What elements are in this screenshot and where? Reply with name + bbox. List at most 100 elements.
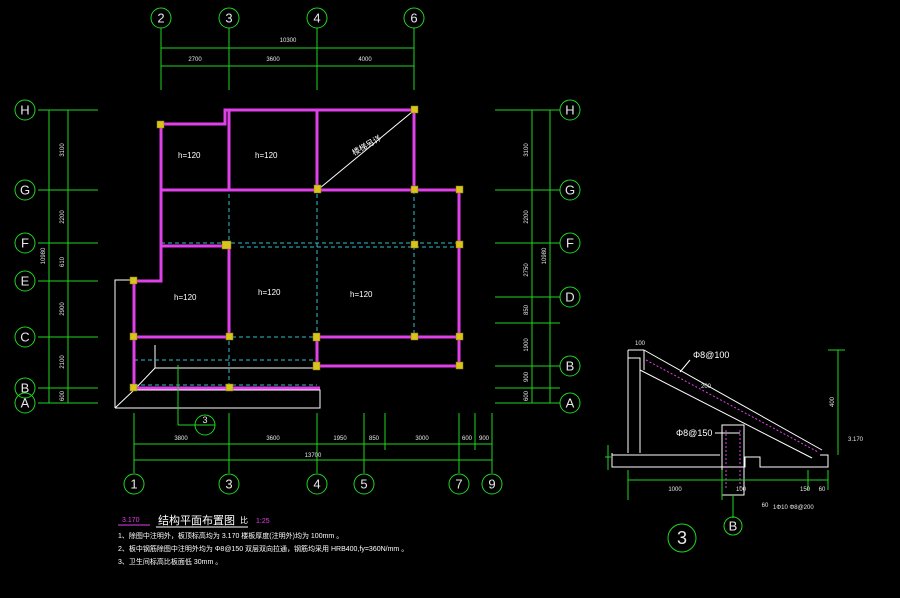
right-axis-bubble-A xyxy=(559,392,581,414)
slab-label-5: h=120 xyxy=(350,290,373,299)
bottom-dim-4: 850 xyxy=(369,436,380,442)
top-dim-3: 4000 xyxy=(358,57,372,63)
left-dim-3: 610 xyxy=(60,256,66,267)
top-dim-2: 3600 xyxy=(266,57,280,63)
bottom-dim-6: 600 xyxy=(462,436,473,442)
bottom-axis-bubble-7 xyxy=(448,473,470,495)
right-dim-5: 1900 xyxy=(524,338,530,352)
section-dim-7: 60 xyxy=(762,503,769,509)
slab-label-3: h=120 xyxy=(174,293,197,302)
slab-edge-diagonal xyxy=(114,389,135,409)
bottom-axis-label-5: 5 xyxy=(360,477,367,492)
left-dim-6: 600 xyxy=(60,390,66,401)
section-axis-bubble-B xyxy=(723,516,743,536)
section-number: 3 xyxy=(677,528,687,548)
bottom-axis-label-4: 4 xyxy=(313,477,320,492)
section-dim-6: 400 xyxy=(830,396,836,407)
bottom-axis-label-3: 3 xyxy=(225,477,232,492)
slab-label-1: h=120 xyxy=(178,151,201,160)
left-axis-bubble-C xyxy=(14,326,36,348)
right-axis-bubble-B xyxy=(559,355,581,377)
bottom-dim-3: 1950 xyxy=(333,436,347,442)
bottom-axis-bubble-9 xyxy=(481,473,503,495)
left-axis-bubble-G xyxy=(14,179,36,201)
left-axis-bubble-E xyxy=(14,270,36,292)
note-1: 1、除图中注明外，板顶标高均为 3.170 楼板厚度(注明外)均为 100mm … xyxy=(118,531,343,540)
left-dimension-lines xyxy=(38,109,98,404)
section-rebar-label-2: Φ8@150 xyxy=(676,428,712,438)
section-callout-number: 3 xyxy=(202,415,207,425)
top-axis-bubble-6 xyxy=(403,7,425,29)
right-axis-label-F: F xyxy=(566,236,574,251)
section-rebar-label-3: 1Φ10 Φ8@200 xyxy=(773,505,814,511)
section-slab-outline xyxy=(611,453,829,468)
left-axis-label-B: B xyxy=(21,381,30,396)
right-dim-3: 2750 xyxy=(524,263,530,277)
bottom-dim-5: 3000 xyxy=(415,436,429,442)
column-markers xyxy=(129,105,464,392)
section-detail xyxy=(605,349,845,536)
left-total-dim: 10980 xyxy=(41,247,47,264)
title-scale-prefix: 比 xyxy=(240,515,248,525)
right-axis-bubble-F xyxy=(559,232,581,254)
left-axis-bubble-F xyxy=(14,232,36,254)
left-dim-2: 2200 xyxy=(60,210,66,224)
top-axis-label-6: 6 xyxy=(410,11,417,26)
right-dim-2: 2200 xyxy=(524,210,530,224)
right-axis-label-B: B xyxy=(566,359,575,374)
section-roof-rebar xyxy=(645,359,819,453)
bottom-axis-bubble-1 xyxy=(123,473,145,495)
bottom-axis-label-9: 9 xyxy=(488,477,495,492)
section-dim-8: 60 xyxy=(819,487,826,493)
right-total-dim: 10980 xyxy=(542,247,548,264)
stair-diagonal xyxy=(319,111,413,189)
left-dim-4: 2900 xyxy=(60,302,66,316)
left-axis-label-E: E xyxy=(21,274,30,289)
bottom-dim-7: 900 xyxy=(479,436,490,442)
left-axis-bubble-A xyxy=(14,392,36,414)
top-axis-label-4: 4 xyxy=(313,11,320,26)
slab-label-2: h=120 xyxy=(255,151,278,160)
note-2: 2、板中钢筋除图中注明外均为 Φ8@150 双层双向拉通，钢筋均采用 HRB40… xyxy=(118,544,408,553)
section-support-beam xyxy=(721,424,745,496)
section-dim-1: 100 xyxy=(635,341,646,347)
left-axis-bubble-H xyxy=(14,99,36,121)
bottom-axis-label-1: 1 xyxy=(130,477,137,492)
right-axis-bubble-G xyxy=(559,179,581,201)
title-scale: 1:25 xyxy=(256,518,270,525)
right-axis-bubble-H xyxy=(559,99,581,121)
left-axis-label-F: F xyxy=(21,236,29,251)
section-dim-2: 200 xyxy=(701,384,712,390)
right-axis-bubble-D xyxy=(559,286,581,308)
top-axis-bubble-2 xyxy=(150,7,172,29)
bottom-axis-label-7: 7 xyxy=(455,477,462,492)
left-axis-label-C: C xyxy=(20,330,29,345)
section-rebar-leader-1 xyxy=(679,359,691,373)
bottom-axis-bubble-3 xyxy=(218,473,240,495)
left-dim-1: 3100 xyxy=(60,143,66,157)
left-axis-bubble-B xyxy=(14,377,36,399)
bottom-dim-1: 3800 xyxy=(174,436,188,442)
top-dim-1: 2700 xyxy=(188,57,202,63)
note-3: 3、卫生间标高比板面低 30mm 。 xyxy=(118,557,222,566)
top-axis-bubble-3 xyxy=(218,7,240,29)
bottom-dimension-lines xyxy=(133,413,493,473)
top-axis-bubble-4 xyxy=(306,7,328,29)
section-dim-3: 1000 xyxy=(668,487,682,493)
left-axis-label-G: G xyxy=(20,183,30,198)
section-roof-top xyxy=(643,349,823,451)
right-dim-4: 850 xyxy=(524,304,530,315)
section-axis-label: B xyxy=(729,519,738,534)
section-roof-bottom xyxy=(639,369,813,459)
right-dim-1: 3100 xyxy=(524,143,530,157)
bottom-total-dim: 13700 xyxy=(305,453,322,459)
section-dim-5: 150 xyxy=(800,487,811,493)
left-dim-5: 2100 xyxy=(60,355,66,369)
section-rebar-label-1: Φ8@100 xyxy=(693,350,729,360)
section-wall xyxy=(627,357,641,453)
bottom-axis-bubble-4 xyxy=(306,473,328,495)
left-axis-label-H: H xyxy=(20,103,29,118)
right-axis-label-D: D xyxy=(565,290,574,305)
